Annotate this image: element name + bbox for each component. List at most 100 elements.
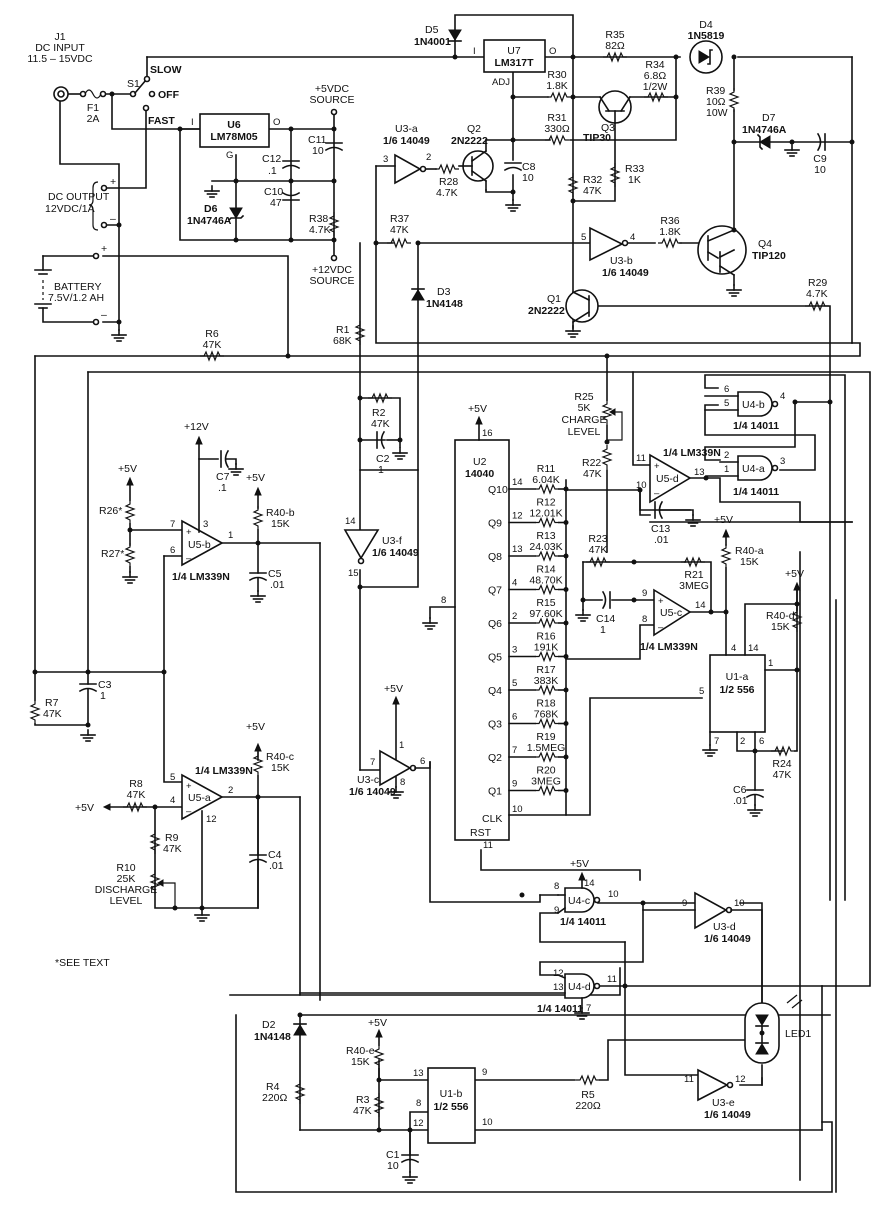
- u4d-pin-b: 13: [553, 982, 564, 993]
- plus5v-label: +5V: [246, 472, 265, 484]
- led1-label: LED1: [785, 1028, 811, 1040]
- r32-resistor: R32 47K: [568, 172, 602, 198]
- r4-value: 220Ω: [262, 1092, 288, 1104]
- r30-resistor: R30 1.8K: [546, 69, 572, 102]
- ground-icon: [505, 199, 521, 212]
- svg-text:+: +: [186, 781, 192, 792]
- u3d-pin-out: 10: [734, 898, 745, 909]
- u2-q-label: Q3: [488, 719, 502, 731]
- d7-part: 1N4746A: [742, 124, 787, 136]
- u5a-pin-p: 5: [170, 772, 175, 783]
- c6-value: .01: [733, 795, 748, 807]
- r38-label: R38: [309, 213, 328, 225]
- dc-output-minus: –: [110, 213, 116, 225]
- c7-label: C7: [216, 471, 230, 483]
- u4b-label: U4-b: [742, 399, 765, 411]
- u4c-pin-out: 10: [608, 889, 619, 900]
- c9-label: C9: [813, 153, 827, 165]
- ground-icon: [122, 571, 138, 584]
- u1a-label: U1-a: [726, 671, 749, 683]
- u4a-pin-b: 1: [724, 464, 729, 475]
- u3a-inverter: U3-a 1/6 14049 3 2: [375, 123, 431, 185]
- d2-label: D2: [262, 1019, 276, 1031]
- r40d-value: 15K: [771, 621, 790, 633]
- r36-label: R36: [660, 215, 679, 227]
- c2-value: 1: [378, 464, 384, 476]
- r10-line4: LEVEL: [110, 895, 143, 907]
- r3-value: 47K: [353, 1105, 372, 1117]
- u5a-pin-n: 4: [170, 795, 175, 806]
- svg-text:+: +: [186, 527, 192, 538]
- r40a-label: R40-a: [735, 545, 764, 557]
- dc-output-line1: DC OUTPUT: [48, 191, 110, 203]
- r25-label: R25: [574, 391, 593, 403]
- r21-label: R21: [684, 569, 703, 581]
- u3b-part: 1/6 14049: [602, 267, 649, 279]
- r9-label: R9: [165, 832, 179, 844]
- c5-capacitor: C5 .01: [248, 542, 285, 592]
- u3a-pin-out: 2: [426, 152, 431, 163]
- j1-label: J1: [54, 31, 65, 43]
- c4-capacitor: C4 .01: [248, 796, 284, 909]
- u6-part: LM78M05: [210, 131, 257, 143]
- r40e-label: R40-e: [346, 1045, 375, 1057]
- r8-value: 47K: [127, 789, 146, 801]
- u3f-part: 1/6 14049: [372, 547, 419, 559]
- r39-value: 10Ω: [706, 96, 726, 108]
- plus5-source-terminal: [330, 108, 338, 116]
- r25-potentiometer: R25 5K CHARGE LEVEL: [562, 391, 623, 441]
- r38-resistor: R38 4.7K: [309, 211, 339, 237]
- u1a-part: 1/2 556: [719, 684, 754, 696]
- r37-resistor: R37 47K: [386, 213, 412, 248]
- plus5v-label: +5V: [570, 858, 589, 870]
- q2-transistor: Q2 2N2222: [451, 123, 494, 191]
- c7-capacitor: C7 .1: [198, 449, 237, 494]
- r1-resistor: R1 68K: [333, 320, 365, 347]
- u1a-pin-4: 4: [731, 643, 736, 654]
- u1b-pin-13: 13: [413, 1068, 424, 1079]
- dc-output-plus: +: [110, 176, 116, 188]
- c12-capacitor: C12 .1: [262, 153, 301, 177]
- ground-icon: [422, 617, 438, 630]
- r31-label: R31: [547, 112, 566, 124]
- u3f-label: U3-f: [382, 535, 402, 547]
- s1-slow-label: SLOW: [150, 64, 182, 76]
- u5c-part: 1/4 LM339N: [640, 641, 698, 653]
- svg-text:+: +: [658, 596, 664, 607]
- c1-value: 10: [387, 1160, 399, 1172]
- battery-line2: 7.5V/1.2 AH: [48, 292, 104, 304]
- u4b-pin-out: 4: [780, 391, 785, 402]
- u6-pin-o: O: [273, 117, 280, 128]
- wires: [34, 14, 871, 1193]
- u7-label: U7: [507, 45, 521, 57]
- u3e-label: U3-e: [712, 1097, 735, 1109]
- c11-value: 10: [312, 145, 324, 157]
- c5-value: .01: [270, 579, 285, 591]
- r30-value: 1.8K: [546, 80, 568, 92]
- j1-line2: 11.5 – 15VDC: [27, 53, 93, 65]
- r33-value: 1K: [628, 174, 641, 186]
- svg-text:–: –: [654, 488, 660, 499]
- u2-q-pin: 6: [512, 712, 517, 723]
- r22-value: 47K: [583, 468, 602, 480]
- u5b-pin-v: 3: [203, 519, 208, 530]
- u1b-pin-9: 9: [482, 1067, 487, 1078]
- plus5v-label: +5V: [75, 802, 94, 814]
- u5b-part: 1/4 LM339N: [172, 571, 230, 583]
- d2-diode: D2 1N4148: [254, 1019, 307, 1043]
- ladder-resistor-value: 97.60K: [529, 608, 562, 620]
- u3f-pin-out: 15: [348, 568, 359, 579]
- u4d-pin-out: 11: [607, 974, 617, 985]
- dc-output-line2: 12VDC/1A: [45, 203, 95, 215]
- plus5v-label: +5V: [785, 568, 804, 580]
- r10-line3: DISCHARGE: [95, 884, 157, 896]
- u2-clk-label: CLK: [482, 813, 502, 825]
- c7-value: .1: [218, 482, 227, 494]
- u2-q-label: Q4: [488, 685, 502, 697]
- ladder-resistor-label: R14: [536, 564, 555, 576]
